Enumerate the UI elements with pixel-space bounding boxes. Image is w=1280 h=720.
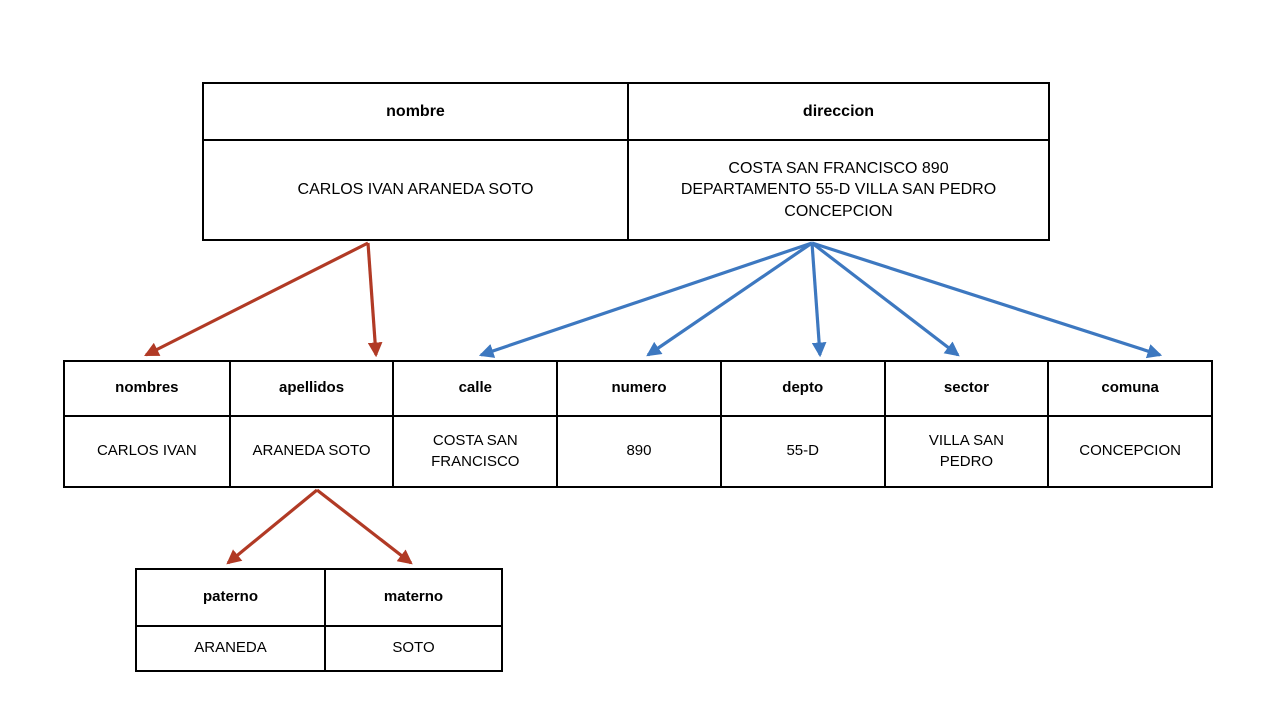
header-cell-direccion: direccion [627, 84, 1048, 139]
value-cell-materno: SOTO [324, 625, 501, 670]
header-cell-apellidos: apellidos [228, 362, 393, 415]
value-cell-paterno: ARANEDA [137, 625, 324, 670]
header-cell-depto: depto [719, 362, 884, 415]
value-cell-direccion: COSTA SAN FRANCISCO 890 DEPARTAMENTO 55-… [627, 139, 1048, 239]
value-cell-sector: VILLA SAN PEDRO [883, 415, 1048, 486]
arrow-direccion-to-depto [810, 242, 827, 358]
header-cell-paterno: paterno [202, 588, 258, 606]
arrow-direccion-to-comuna [811, 241, 1163, 359]
header-cell-nombres: nombres [115, 379, 179, 397]
header-cell-comuna: comuna [1047, 362, 1211, 415]
header-cell-numero: numero [556, 362, 720, 415]
header-cell-nombre: nombre [386, 102, 445, 120]
parsed-fields-table: nombres apellidos calle numero depto sec… [63, 360, 1213, 488]
arrow-direccion-to-numero [646, 241, 813, 357]
header-cell-materno: materno [324, 570, 501, 625]
header-cell-calle: calle [392, 362, 556, 415]
arrow-nombre-to-nombres [144, 241, 369, 357]
value-cell-comuna: CONCEPCION [1047, 415, 1211, 486]
arrow-apellidos-to-paterno [226, 488, 319, 565]
arrow-apellidos-to-materno [316, 488, 413, 565]
value-cell-depto: 55-D [719, 415, 884, 486]
value-cell-nombres: CARLOS IVAN [65, 415, 229, 486]
source-record-table: nombre direccion CARLOS IVAN ARANEDA SOT… [202, 82, 1050, 241]
arrow-direccion-to-calle [478, 241, 813, 358]
value-cell-nombre: CARLOS IVAN ARANEDA SOTO [204, 139, 627, 239]
value-cell-calle: COSTA SAN FRANCISCO [392, 415, 557, 486]
arrow-direccion-to-sector [811, 241, 960, 357]
surname-split-table: paterno materno ARANEDA SOTO [135, 568, 503, 672]
value-cell-apellidos: ARANEDA SOTO [228, 415, 393, 486]
value-cell-numero: 890 [556, 415, 720, 486]
header-cell-sector: sector [883, 362, 1048, 415]
arrow-nombre-to-apellidos [366, 242, 383, 358]
